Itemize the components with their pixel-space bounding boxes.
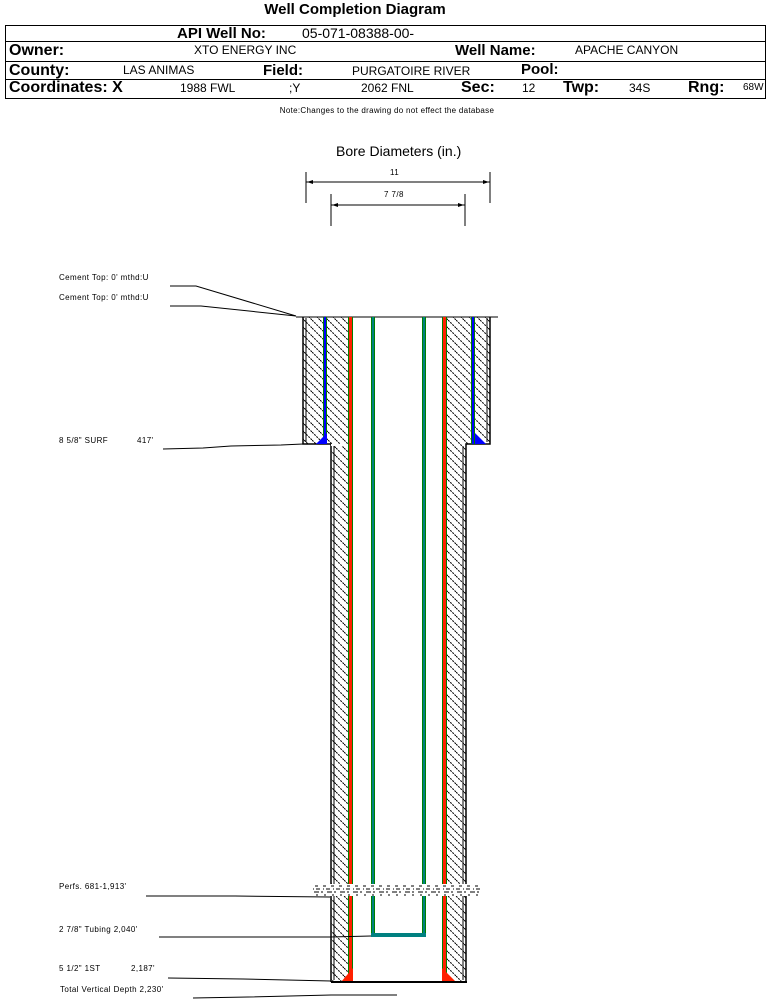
surface-casing-leader — [162, 443, 304, 450]
arrow-left-icon — [307, 180, 313, 184]
coordinate-y-value: 2062 FNL — [361, 81, 414, 95]
production-casing-leader — [167, 977, 332, 982]
header-divider — [6, 41, 765, 42]
production-casing-shoe-left — [341, 968, 353, 982]
cement-top-leader-2 — [170, 305, 297, 317]
surface-casing-label: 8 5/8" SURF — [59, 436, 109, 445]
production-casing-depth: 2,187' — [131, 964, 155, 973]
tubing-bottom — [371, 933, 426, 937]
field-value: PURGATOIRE RIVER — [352, 64, 471, 78]
surface-casing-shoe-right — [475, 433, 486, 444]
inner-bore-diameter: 7 7/8 — [384, 190, 404, 199]
arrow-left-icon — [332, 203, 338, 207]
header-divider — [6, 79, 765, 80]
owner-label: Owner: — [9, 42, 65, 59]
outer-bore-diameter: 11 — [390, 168, 400, 177]
well-name-value: APACHE CANYON — [575, 43, 679, 57]
cement-top-label-1: Cement Top: 0' mthd:U — [59, 273, 149, 282]
range-value: 68W — [743, 82, 764, 93]
section-value: 12 — [522, 81, 536, 95]
range-label: Rng: — [688, 79, 725, 96]
cement-top-label-2: Cement Top: 0' mthd:U — [59, 293, 149, 302]
production-casing-shoe-right — [442, 968, 456, 982]
arrow-right-icon — [458, 203, 464, 207]
api-value: 05-071-08388-00- — [302, 25, 415, 41]
total-depth-leader — [192, 994, 397, 999]
surface-cement-right — [444, 317, 490, 444]
township-value: 34S — [629, 81, 651, 95]
coordinates-label: Coordinates: X — [9, 79, 123, 96]
surface-casing-shoe-left — [316, 433, 327, 444]
production-casing-label: 5 1/2" 1ST — [59, 964, 101, 973]
production-casing — [341, 317, 456, 982]
production-cement-right — [444, 444, 466, 982]
outer-bore-dimension — [305, 172, 491, 203]
county-value: LAS ANIMAS — [123, 63, 195, 77]
county-label: County: — [9, 62, 70, 79]
section-label: Sec: — [461, 79, 495, 96]
cement-top-leader-1 — [170, 285, 297, 317]
tubing-leader — [159, 935, 372, 938]
total-depth-label: Total Vertical Depth 2,230' — [60, 985, 164, 994]
perfs-label: Perfs. 681-1,913' — [59, 882, 127, 891]
pool-label: Pool: — [521, 61, 559, 78]
surface-casing-depth: 417' — [137, 436, 154, 445]
header-divider — [6, 61, 765, 62]
well-name-label: Well Name: — [455, 42, 536, 59]
tubing-label: 2 7/8" Tubing 2,040' — [59, 925, 138, 934]
api-label: API Well No: — [177, 25, 266, 42]
document-title: Well Completion Diagram — [264, 1, 446, 18]
perforations — [313, 884, 481, 896]
surface-casing — [316, 317, 486, 444]
arrow-right-icon — [483, 180, 489, 184]
tubing — [371, 317, 426, 937]
perfs-leader — [146, 895, 331, 898]
township-label: Twp: — [563, 79, 600, 96]
coordinate-y-separator: ;Y — [289, 81, 301, 95]
owner-value: XTO ENERGY INC — [194, 43, 297, 57]
well-header-table — [5, 25, 766, 99]
drawing-note: Note:Changes to the drawing do not effec… — [279, 106, 495, 115]
field-label: Field: — [263, 62, 303, 79]
coordinate-x-value: 1988 FWL — [180, 81, 236, 95]
inner-bore-dimension — [330, 194, 466, 226]
production-cement-left — [331, 444, 350, 982]
bore-diameters-title: Bore Diameters (in.) — [336, 143, 462, 159]
leader-lines — [146, 285, 397, 999]
